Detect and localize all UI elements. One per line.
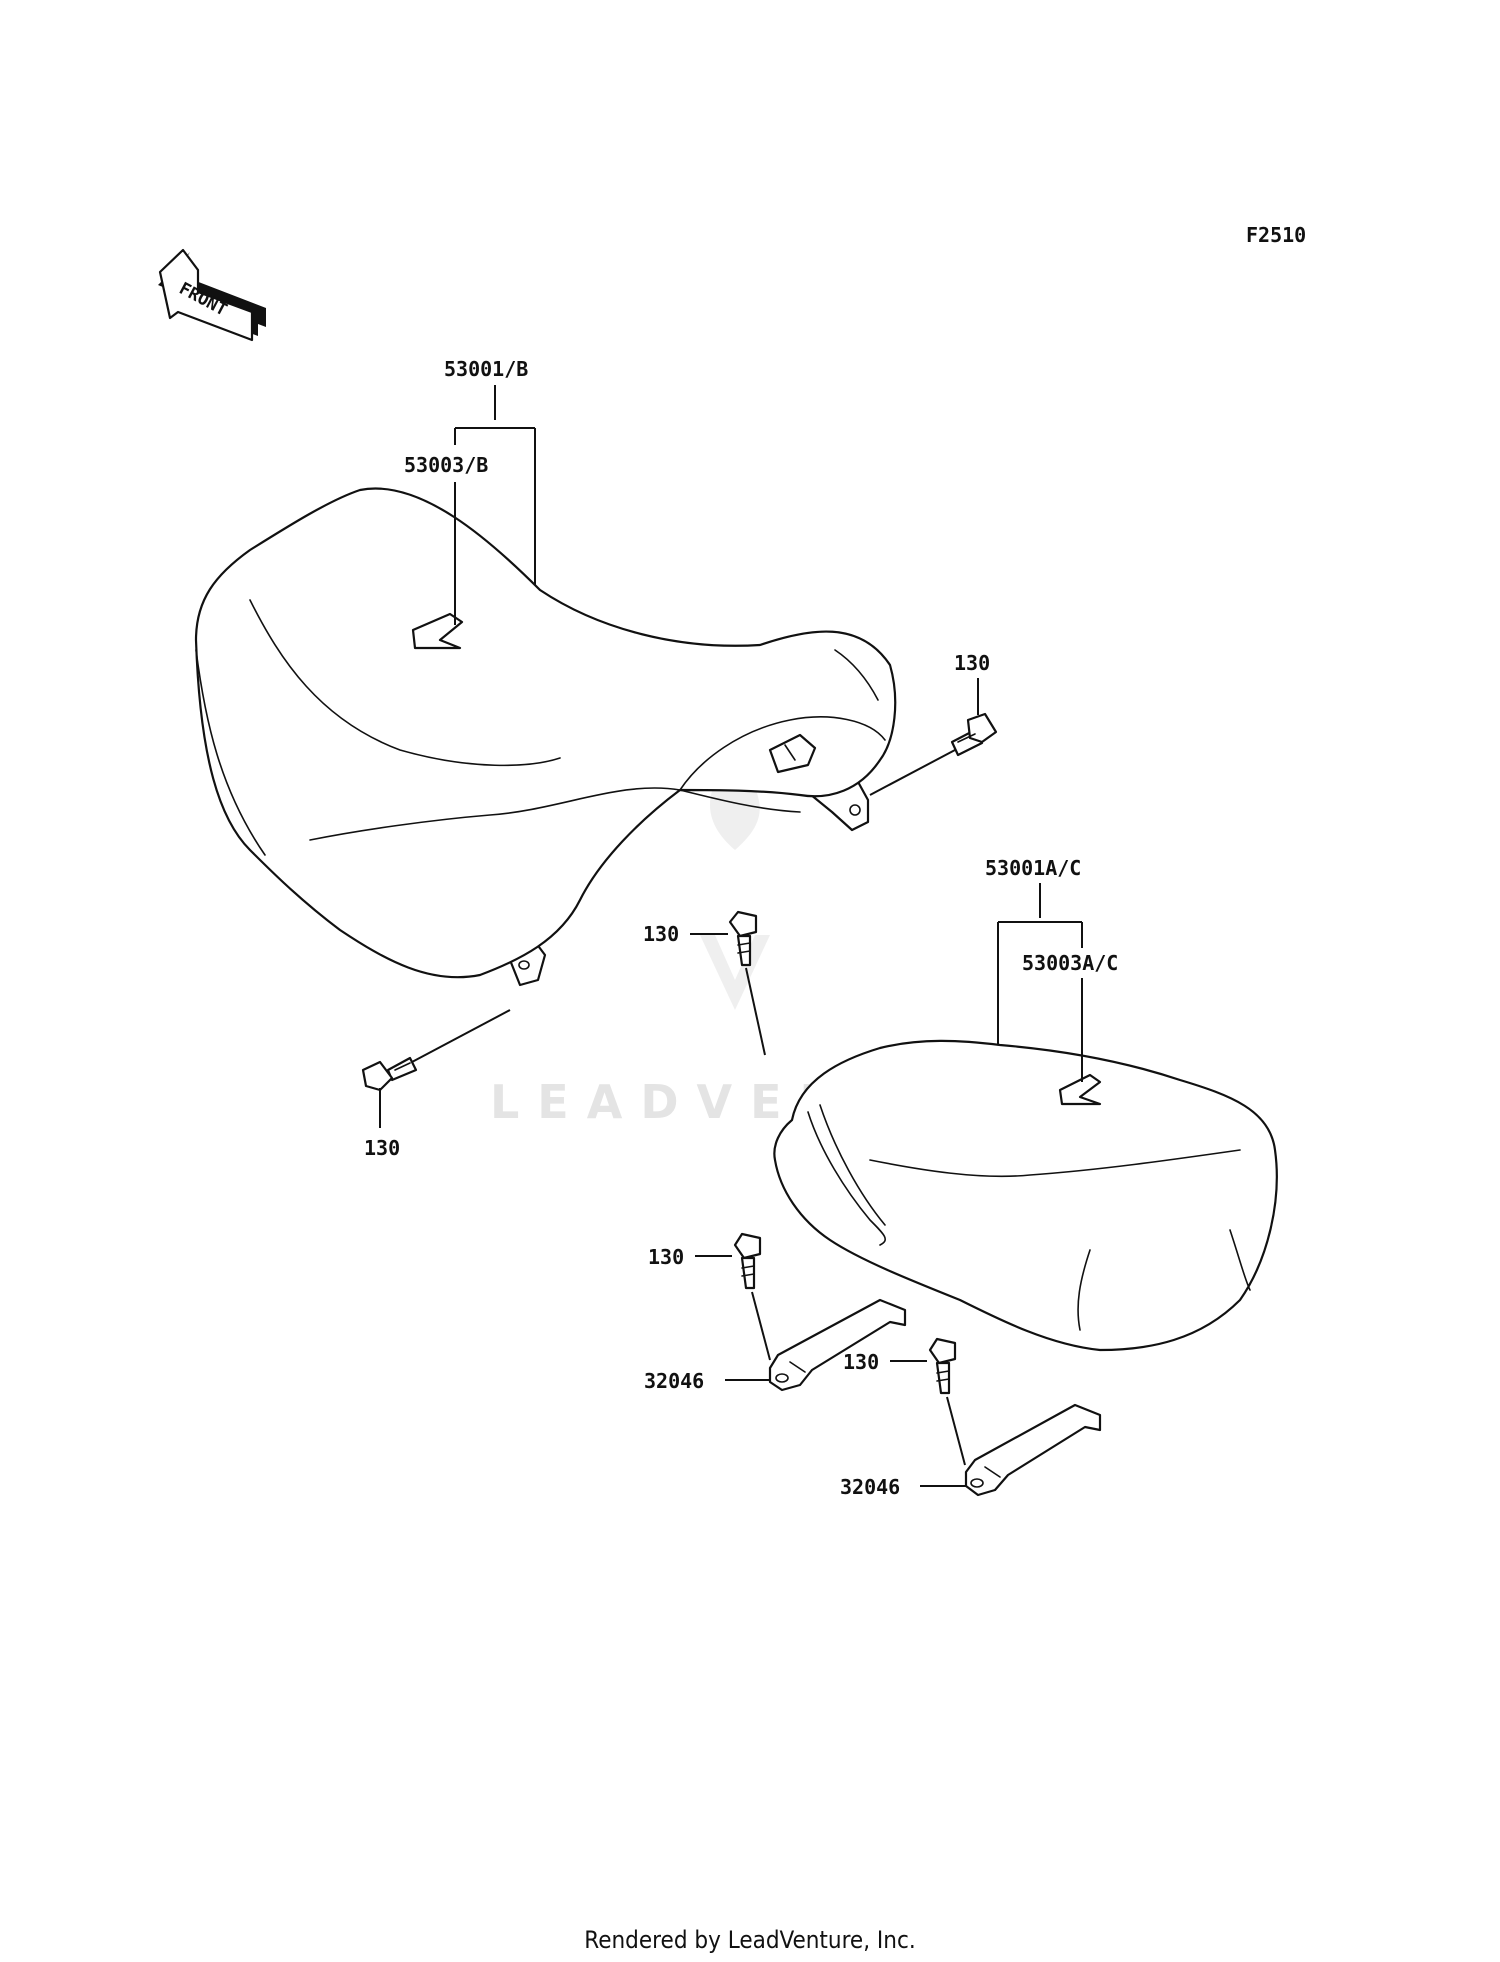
callout-bolt-front-right: 130	[954, 651, 990, 675]
bolt-rear-top	[728, 910, 758, 967]
callout-seat-rear-cover: 53003A/C	[1022, 951, 1118, 975]
bracket-2	[964, 1403, 1102, 1497]
footer-credit: Rendered by LeadVenture, Inc.	[584, 1926, 915, 1954]
bolt-bracket-2	[928, 1337, 957, 1395]
callout-bracket-2: 32046	[840, 1475, 900, 1499]
bolt-bracket-1	[733, 1232, 762, 1290]
callout-seat-front-assy: 53001/B	[444, 357, 528, 381]
callout-bolt-front-left: 130	[364, 1136, 400, 1160]
rear-seat	[773, 1039, 1278, 1352]
callout-seat-front-cover: 53003/B	[404, 453, 488, 477]
callout-seat-rear-assy: 53001A/C	[985, 856, 1081, 880]
callout-bolt-rear-top: 130	[643, 922, 679, 946]
diagram-code: F2510	[1246, 223, 1306, 247]
callout-bracket-1: 32046	[644, 1369, 704, 1393]
bolt-front-left	[361, 1056, 418, 1092]
front-arrow-icon: FRONT	[158, 248, 266, 342]
bracket-1	[768, 1298, 907, 1392]
bolt-front-right	[950, 712, 998, 757]
front-seat	[194, 487, 897, 987]
callout-bolt-bracket-1: 130	[648, 1245, 684, 1269]
callout-bolt-bracket-2: 130	[843, 1350, 879, 1374]
